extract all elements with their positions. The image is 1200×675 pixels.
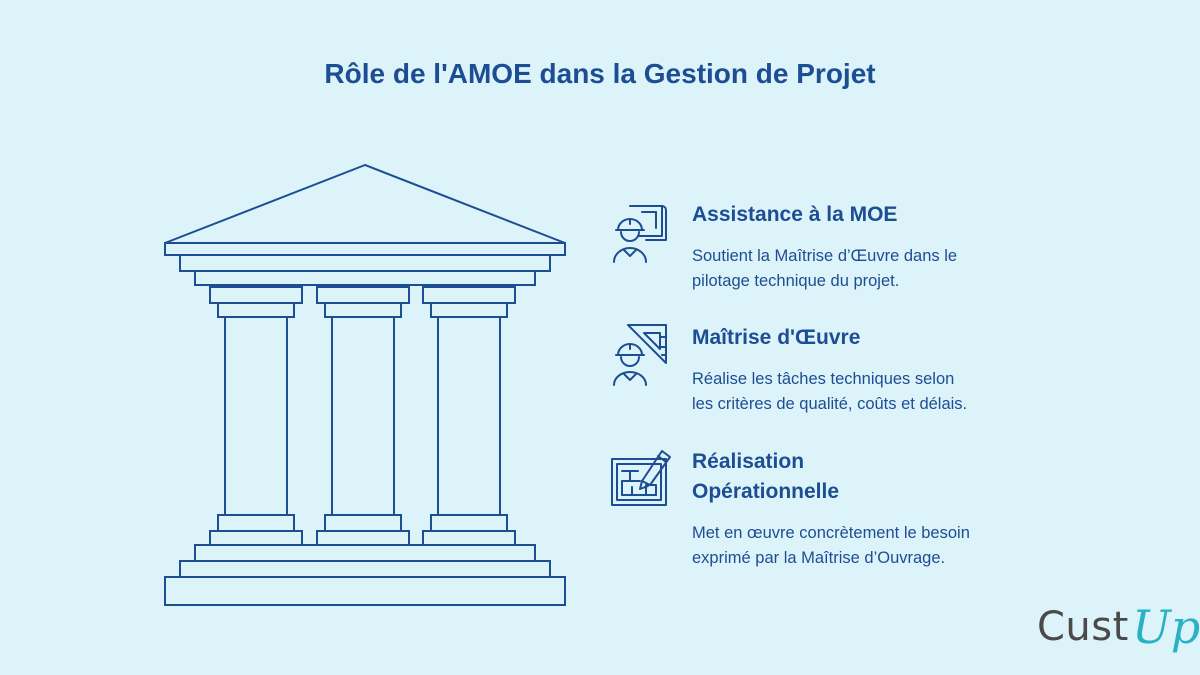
plan-pencil-icon bbox=[610, 447, 672, 513]
column-1-shaft bbox=[224, 316, 288, 516]
temple-roof-base bbox=[164, 242, 566, 256]
column-1-capital bbox=[209, 286, 303, 304]
role-title: Assistance à la MOE bbox=[692, 203, 898, 226]
temple-step-1 bbox=[194, 544, 536, 562]
temple-step-3 bbox=[164, 576, 566, 606]
engineer-set-square-icon bbox=[610, 323, 672, 389]
column-1-base-lower bbox=[209, 530, 303, 546]
temple-architrave bbox=[194, 270, 536, 286]
column-2-shaft bbox=[331, 316, 395, 516]
engineer-blueprint-icon bbox=[610, 200, 672, 266]
temple-step-2 bbox=[179, 560, 551, 578]
column-3-base bbox=[430, 514, 508, 532]
page-title: Rôle de l'AMOE dans la Gestion de Projet bbox=[324, 58, 876, 89]
column-3-capital bbox=[422, 286, 516, 304]
column-2-capital bbox=[316, 286, 410, 304]
temple-entablature bbox=[179, 254, 551, 272]
temple-roof bbox=[164, 163, 566, 244]
column-3-capital-lower bbox=[430, 302, 508, 318]
column-3-base-lower bbox=[422, 530, 516, 546]
column-2-capital-lower bbox=[324, 302, 402, 318]
logo-text-cust: Cust bbox=[1037, 604, 1129, 650]
column-2-base-lower bbox=[316, 530, 410, 546]
custup-logo: Cust Up bbox=[1037, 600, 1200, 660]
role-title: Maîtrise d'Œuvre bbox=[692, 326, 861, 349]
logo-text-up: Up bbox=[1132, 600, 1200, 654]
temple-illustration bbox=[155, 155, 575, 615]
column-3-shaft bbox=[437, 316, 501, 516]
column-1-capital-lower bbox=[217, 302, 295, 318]
column-2-base bbox=[324, 514, 402, 532]
column-1-base bbox=[217, 514, 295, 532]
